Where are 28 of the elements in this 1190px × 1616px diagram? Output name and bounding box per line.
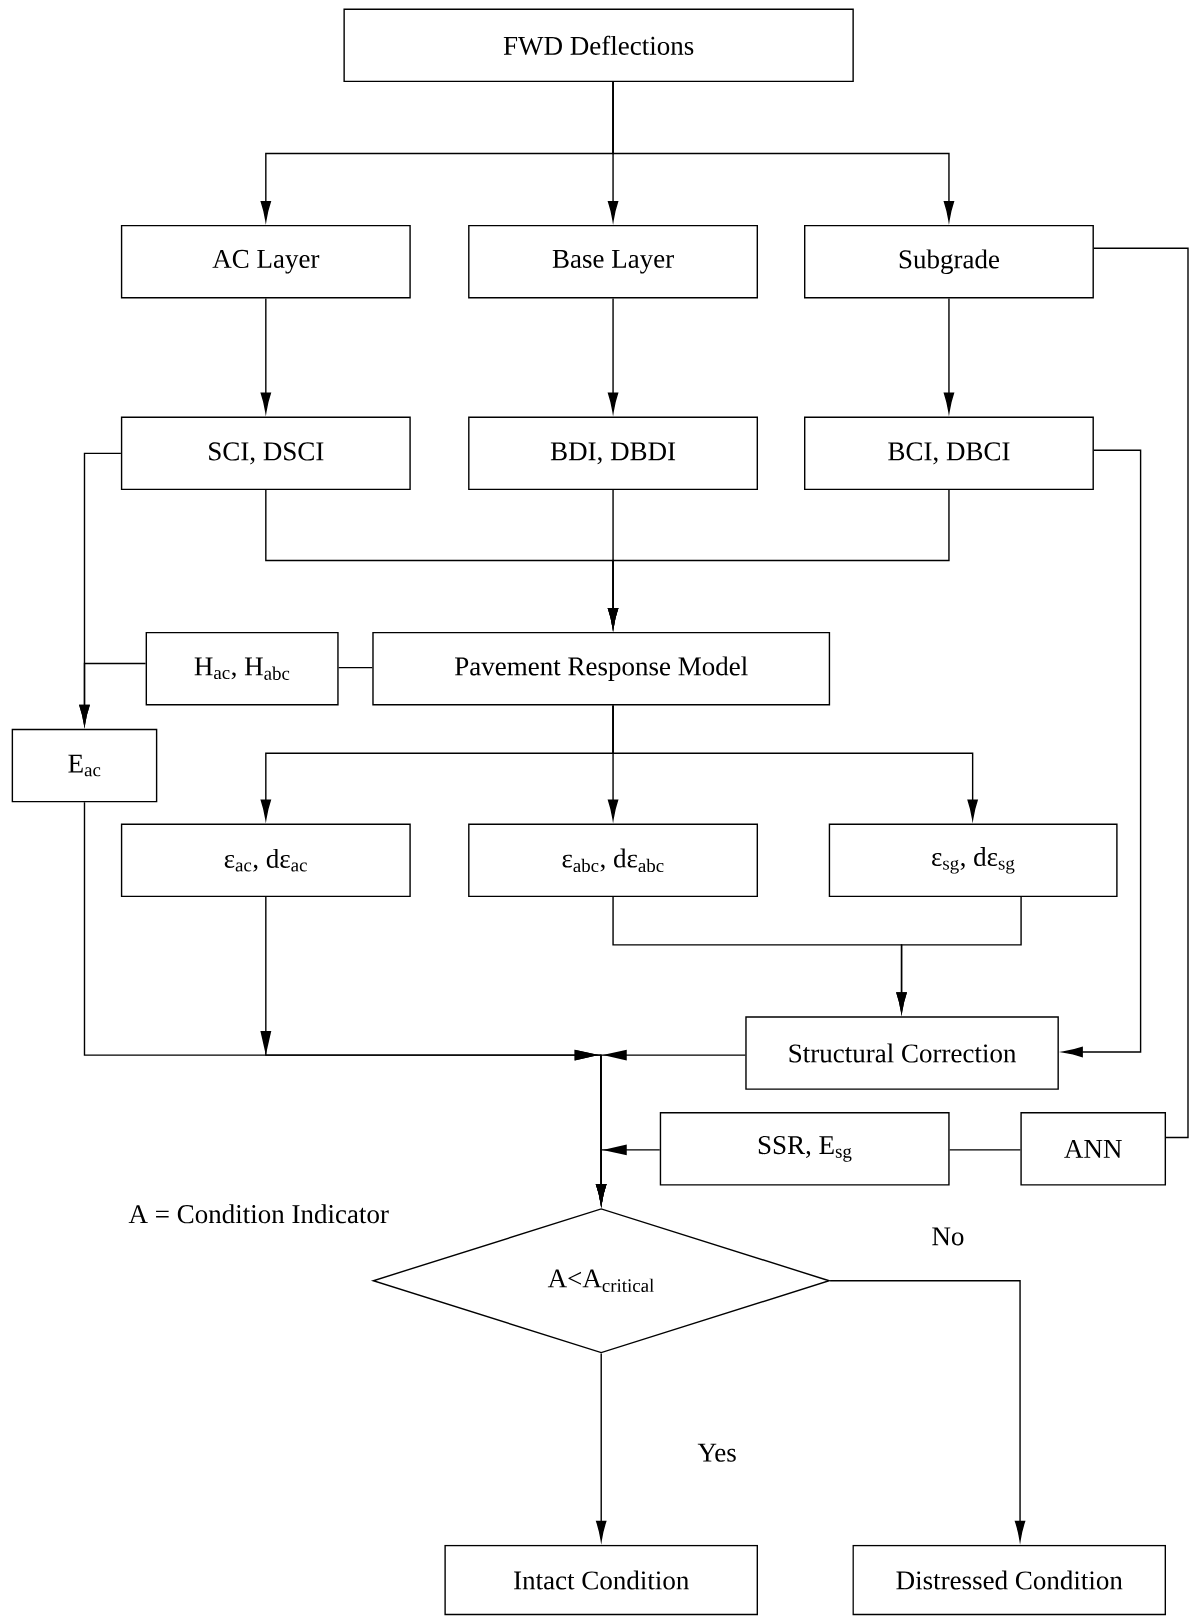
edge-label: No: [929, 1225, 967, 1248]
process-box: ε$_{sg}$, dε$_{sg}$: [828, 823, 1118, 898]
arrow: [607, 297, 619, 413]
process-box: Pavement Response Model: [372, 631, 831, 706]
process-box: Base Layer: [468, 224, 758, 299]
process-box: Subgrade: [804, 224, 1094, 299]
process-box: BCI, DBCI: [804, 416, 1094, 491]
process-box: FWD Deflections: [343, 8, 854, 83]
edge-label: Yes: [695, 1441, 739, 1464]
process-box: ε$_{ac}$, dε$_{ac}$: [120, 823, 411, 898]
process-box: Structural Correction: [745, 1016, 1059, 1090]
arrow: [943, 297, 955, 413]
process-box: ANN: [1020, 1112, 1166, 1186]
arrow: [1062, 449, 1142, 1058]
arrow: [260, 297, 271, 413]
process-box: E$_{ac}$: [11, 728, 158, 803]
process-box: Distressed Condition: [852, 1544, 1166, 1616]
process-box: H$_{ac}$, H$_{abc}$: [145, 631, 339, 706]
process-box: SSR, E$_{sg}$: [659, 1112, 950, 1186]
process-box: BDI, DBDI: [468, 416, 758, 491]
connector-line: [337, 666, 373, 669]
note-text: A = Condition Indicator: [128, 1204, 389, 1224]
process-box: Intact Condition: [444, 1544, 758, 1616]
process-box: SCI, DSCI: [120, 416, 411, 491]
connector-line: [1093, 247, 1189, 1139]
process-box: ε$_{abc}$, dε$_{abc}$: [468, 823, 758, 898]
process-box: AC Layer: [120, 224, 411, 299]
connector-line: [948, 1149, 1022, 1151]
